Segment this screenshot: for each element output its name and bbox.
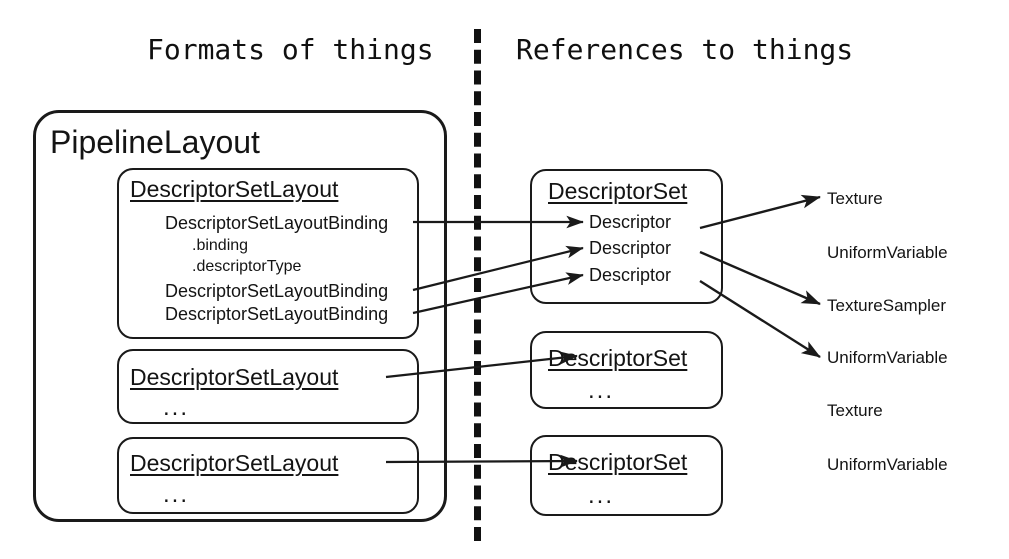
resource-label-texture-2: Texture xyxy=(827,401,883,420)
descriptor-set-box-3 xyxy=(530,435,723,516)
resource-label-uniformvariable-1: UniformVariable xyxy=(827,243,948,262)
descriptor-set-box-1 xyxy=(530,169,723,304)
descriptor-set-layout-title-3: DescriptorSetLayout xyxy=(130,450,339,476)
descriptor-set-layout-ellipsis-3: ... xyxy=(163,481,190,508)
descriptor-set-layout-title-2: DescriptorSetLayout xyxy=(130,364,339,390)
descriptor-set-ellipsis-2: ... xyxy=(588,377,615,404)
descriptor-set-layout-ellipsis-2: ... xyxy=(163,394,190,421)
descriptor-set-layout-binding-2: DescriptorSetLayoutBinding xyxy=(165,281,389,301)
descriptor-2: Descriptor xyxy=(589,238,672,258)
descriptor-set-title-1: DescriptorSet xyxy=(548,178,688,204)
pipeline-layout-box xyxy=(33,110,447,522)
pipeline-layout-title: PipelineLayout xyxy=(50,124,260,160)
binding-field-descriptor-type: .descriptorType xyxy=(192,258,302,275)
descriptor-set-layout-binding-1: DescriptorSetLayoutBinding xyxy=(165,213,389,233)
resource-label-texturesampler: TextureSampler xyxy=(827,296,947,315)
descriptor-3: Descriptor xyxy=(589,265,672,285)
descriptor-set-layout-title-1: DescriptorSetLayout xyxy=(130,176,339,202)
resource-label-uniformvariable-2: UniformVariable xyxy=(827,348,948,367)
binding-field-binding: .binding xyxy=(192,237,249,254)
resource-label-texture-1: Texture xyxy=(827,189,883,208)
descriptor-set-layout-binding-3: DescriptorSetLayoutBinding xyxy=(165,304,389,324)
descriptor-set-ellipsis-3: ... xyxy=(588,482,615,509)
descriptor-set-title-2: DescriptorSet xyxy=(548,345,688,371)
column-header-references: References to things xyxy=(516,33,854,66)
descriptor-set-title-3: DescriptorSet xyxy=(548,449,688,475)
descriptor-set-layout-box-3 xyxy=(117,437,419,514)
column-header-formats: Formats of things xyxy=(147,33,434,66)
descriptor-set-layout-box-2 xyxy=(117,349,419,424)
descriptor-1: Descriptor xyxy=(589,212,672,232)
vertical-dashed-divider xyxy=(474,29,481,541)
resource-label-uniformvariable-3: UniformVariable xyxy=(827,455,948,474)
